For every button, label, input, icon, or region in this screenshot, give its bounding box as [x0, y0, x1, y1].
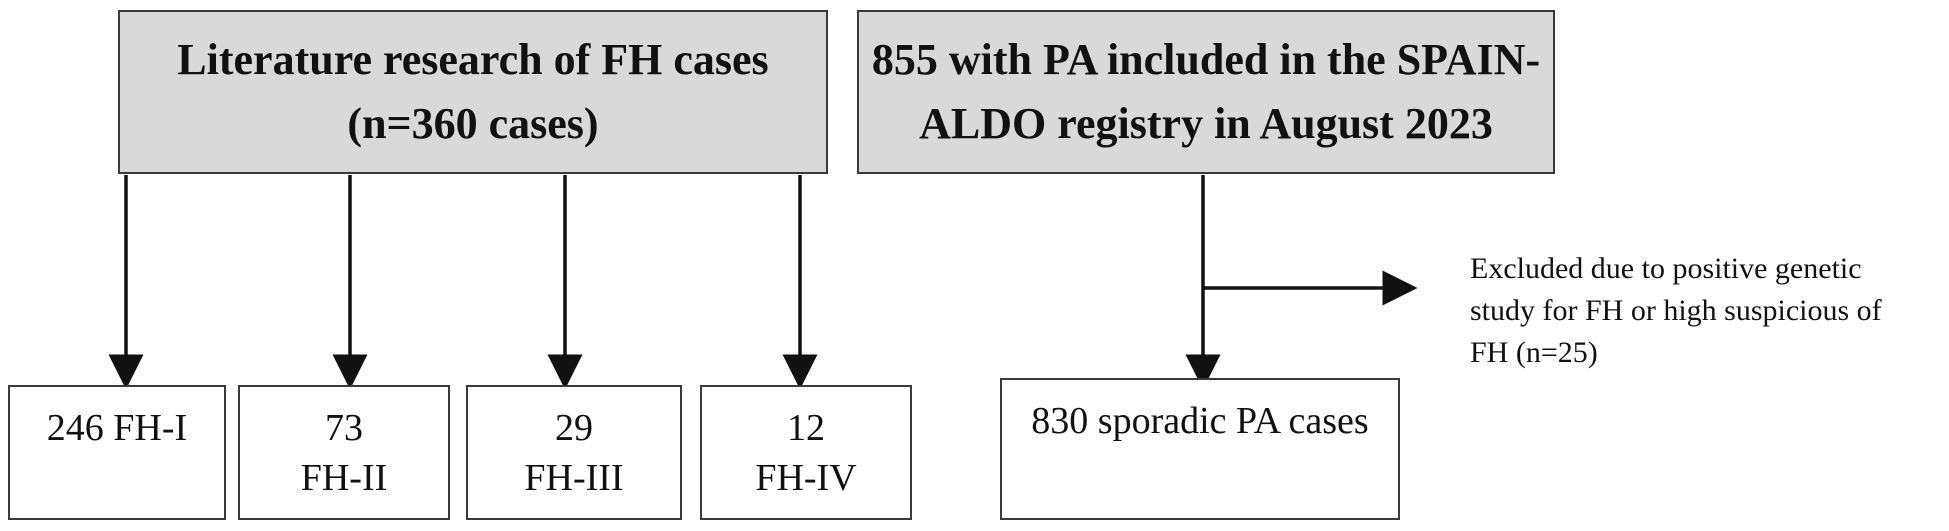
literature-research-title: Literature research of FH cases — [177, 35, 769, 84]
registry-title-line2: ALDO registry in August 2023 — [919, 99, 1493, 148]
fh-iv-box: 12 FH-IV — [700, 385, 912, 520]
fh-ii-box: 73 FH-II — [238, 385, 450, 520]
literature-research-box: Literature research of FH cases (n=360 c… — [118, 10, 828, 174]
excluded-note-line1: Excluded due to positive genetic — [1470, 252, 1862, 285]
registry-box: 855 with PA included in the SPAIN- ALDO … — [857, 10, 1555, 174]
excluded-note-line2: study for FH or high suspicious of — [1470, 294, 1882, 327]
registry-title-line1: 855 with PA included in the SPAIN- — [871, 35, 1541, 84]
fh-iii-count: 29 — [555, 407, 593, 449]
excluded-note-line3: FH (n=25) — [1470, 336, 1598, 369]
fh-iv-count: 12 — [787, 407, 825, 449]
fh-iv-label: FH-IV — [755, 457, 857, 499]
fh-ii-count: 73 — [325, 407, 363, 449]
literature-research-count: (n=360 cases) — [347, 99, 599, 148]
fh-iii-box: 29 FH-III — [466, 385, 682, 520]
excluded-note: Excluded due to positive genetic study f… — [1470, 248, 1940, 374]
sporadic-pa-box: 830 sporadic PA cases — [1000, 378, 1400, 520]
fh-ii-label: FH-II — [300, 457, 388, 499]
sporadic-pa-label: 830 sporadic PA cases — [1031, 400, 1369, 442]
fh-iii-label: FH-III — [524, 457, 624, 499]
fh-i-box: 246 FH-I — [8, 385, 226, 520]
fh-i-label: 246 FH-I — [46, 407, 188, 449]
